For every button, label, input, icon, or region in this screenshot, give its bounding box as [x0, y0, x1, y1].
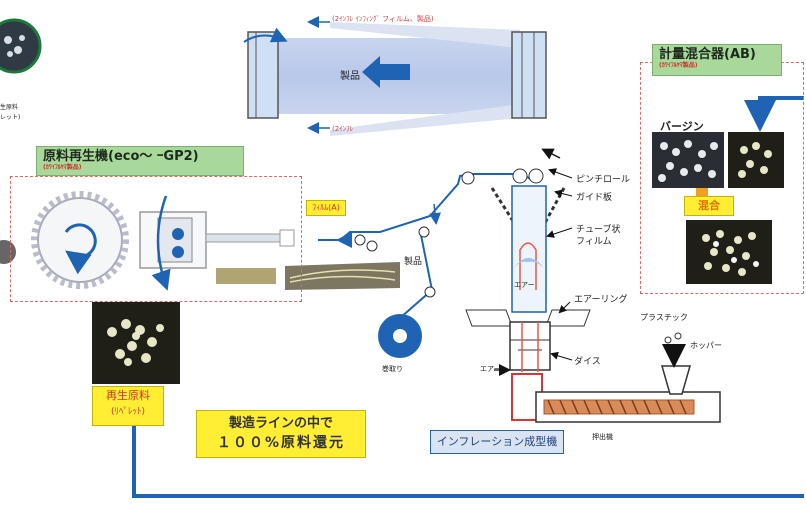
guide-roll-1 [354, 234, 366, 246]
guide-roll-3 [418, 226, 430, 238]
message-box: 製造ラインの中で １００%原料還元 [196, 410, 366, 458]
screw-dot-2 [172, 246, 184, 258]
edge-label-1: 生原料 [0, 104, 19, 111]
winder-label: 巻取り [382, 365, 403, 373]
film-a-tag: ﾌｨﾙﾑ(A) [306, 200, 346, 216]
recycler-frame [10, 176, 302, 302]
recycler-title: 原料再生機(eco〜 ｰGP2) [43, 149, 199, 164]
mixed-pellet-photo [686, 220, 772, 284]
die-label: ダイス [574, 357, 601, 367]
extruder-core [157, 217, 193, 263]
film-band-top-strip [330, 22, 520, 48]
message-line1: 製造ラインの中で [228, 416, 333, 431]
screw-threads [547, 399, 687, 415]
extruder-screw [543, 399, 695, 415]
recycled-label-1: 再生原料 [106, 389, 150, 402]
product-label-top: 製品 [340, 71, 360, 82]
pipe-coupling [279, 229, 295, 247]
top-roll-1 [461, 171, 475, 185]
die-body [509, 321, 551, 371]
melt-path [521, 322, 539, 372]
winder-core [393, 329, 407, 343]
film-label-bottom: (2ｲﾝﾌﾚ [332, 125, 354, 133]
virgin-label: バージン [660, 120, 704, 133]
feed-roll [511, 31, 547, 119]
edge-label-2: レット) [0, 114, 21, 121]
recycled-pellet-photo [92, 302, 180, 384]
mixer-title-box: 計量混合器(AB) (ｶﾜｲﾌﾙﾔﾏ製品) [652, 44, 782, 76]
crusher-rotation-arrow [64, 223, 97, 275]
recycled-label-box: 再生原料 (ﾘﾍﾟﾚｯﾄ) [92, 386, 164, 426]
pinch-roll-2 [528, 168, 544, 184]
recycler-title-box: 原料再生機(eco〜 ｰGP2) (ｶﾜｲﾌﾙﾔﾏ製品) [36, 146, 244, 176]
mixer-title: 計量混合器(AB) [659, 47, 756, 62]
guide-roll-2 [366, 240, 378, 252]
recycle-return-line [132, 414, 804, 498]
strand-photo-1 [216, 268, 276, 284]
recycler-subtitle: (ｶﾜｲﾌﾙﾔﾏ製品) [43, 164, 82, 171]
tube-film [511, 185, 547, 313]
roll-rotation-arrow [243, 27, 288, 43]
hopper [661, 365, 691, 395]
air-ring-left [465, 309, 513, 327]
winder-film-path [399, 229, 434, 319]
mixer-feed-line [744, 96, 804, 132]
pinch-roll-label: ピンチロール [576, 175, 631, 185]
mixer-subtitle: (ｶﾜｲﾌﾙﾔﾏ製品) [659, 62, 698, 69]
hopper-label: ホッパー [690, 341, 722, 350]
nav-circle [0, 240, 16, 264]
virgin-pellet-photo [652, 132, 724, 188]
screw-dot-1 [172, 228, 184, 240]
recycled-pellet-photo-small [728, 132, 784, 188]
tube-film-label-2: フィルム [576, 237, 612, 247]
air-ring-right [545, 309, 591, 327]
product-direction-arrow [362, 56, 410, 88]
wind-up-roll [247, 31, 279, 119]
air-cloud [514, 258, 544, 268]
extruder-label: 押出機 [592, 433, 613, 441]
product-label: 製品 [404, 257, 423, 267]
crusher-wheel [37, 197, 123, 283]
air-label: エアー [514, 281, 535, 289]
recycled-label-2: (ﾘﾍﾟﾚｯﾄ) [110, 407, 146, 417]
mix-label: 混合 [684, 196, 734, 216]
air-flow-red [519, 242, 537, 290]
guide-plate-label: ガイド板 [576, 193, 613, 203]
film-band-bottom-strip [330, 104, 520, 136]
guide-roll-4 [424, 286, 436, 298]
raw-pellet-photo [0, 18, 42, 74]
message-line2: １００%原料還元 [216, 435, 346, 451]
plastic-label: プラスチック [640, 313, 688, 322]
film-label-top: (2ｲﾝﾌﾚ ｲﾝﾌｨﾝｸﾞ フィルム、製品) [332, 15, 434, 23]
tube-film-label-1: チューブ状 [576, 225, 621, 235]
air-ring-label: エアーリング [574, 295, 628, 305]
drum-rotation-arrow [151, 195, 171, 291]
small-feed-arrow [429, 203, 441, 225]
pinch-roll-1 [512, 168, 528, 184]
crusher-teeth [31, 191, 129, 289]
air-in-label: エアー [480, 365, 501, 373]
machine-name-box: インフレーション成型機 [430, 430, 564, 454]
